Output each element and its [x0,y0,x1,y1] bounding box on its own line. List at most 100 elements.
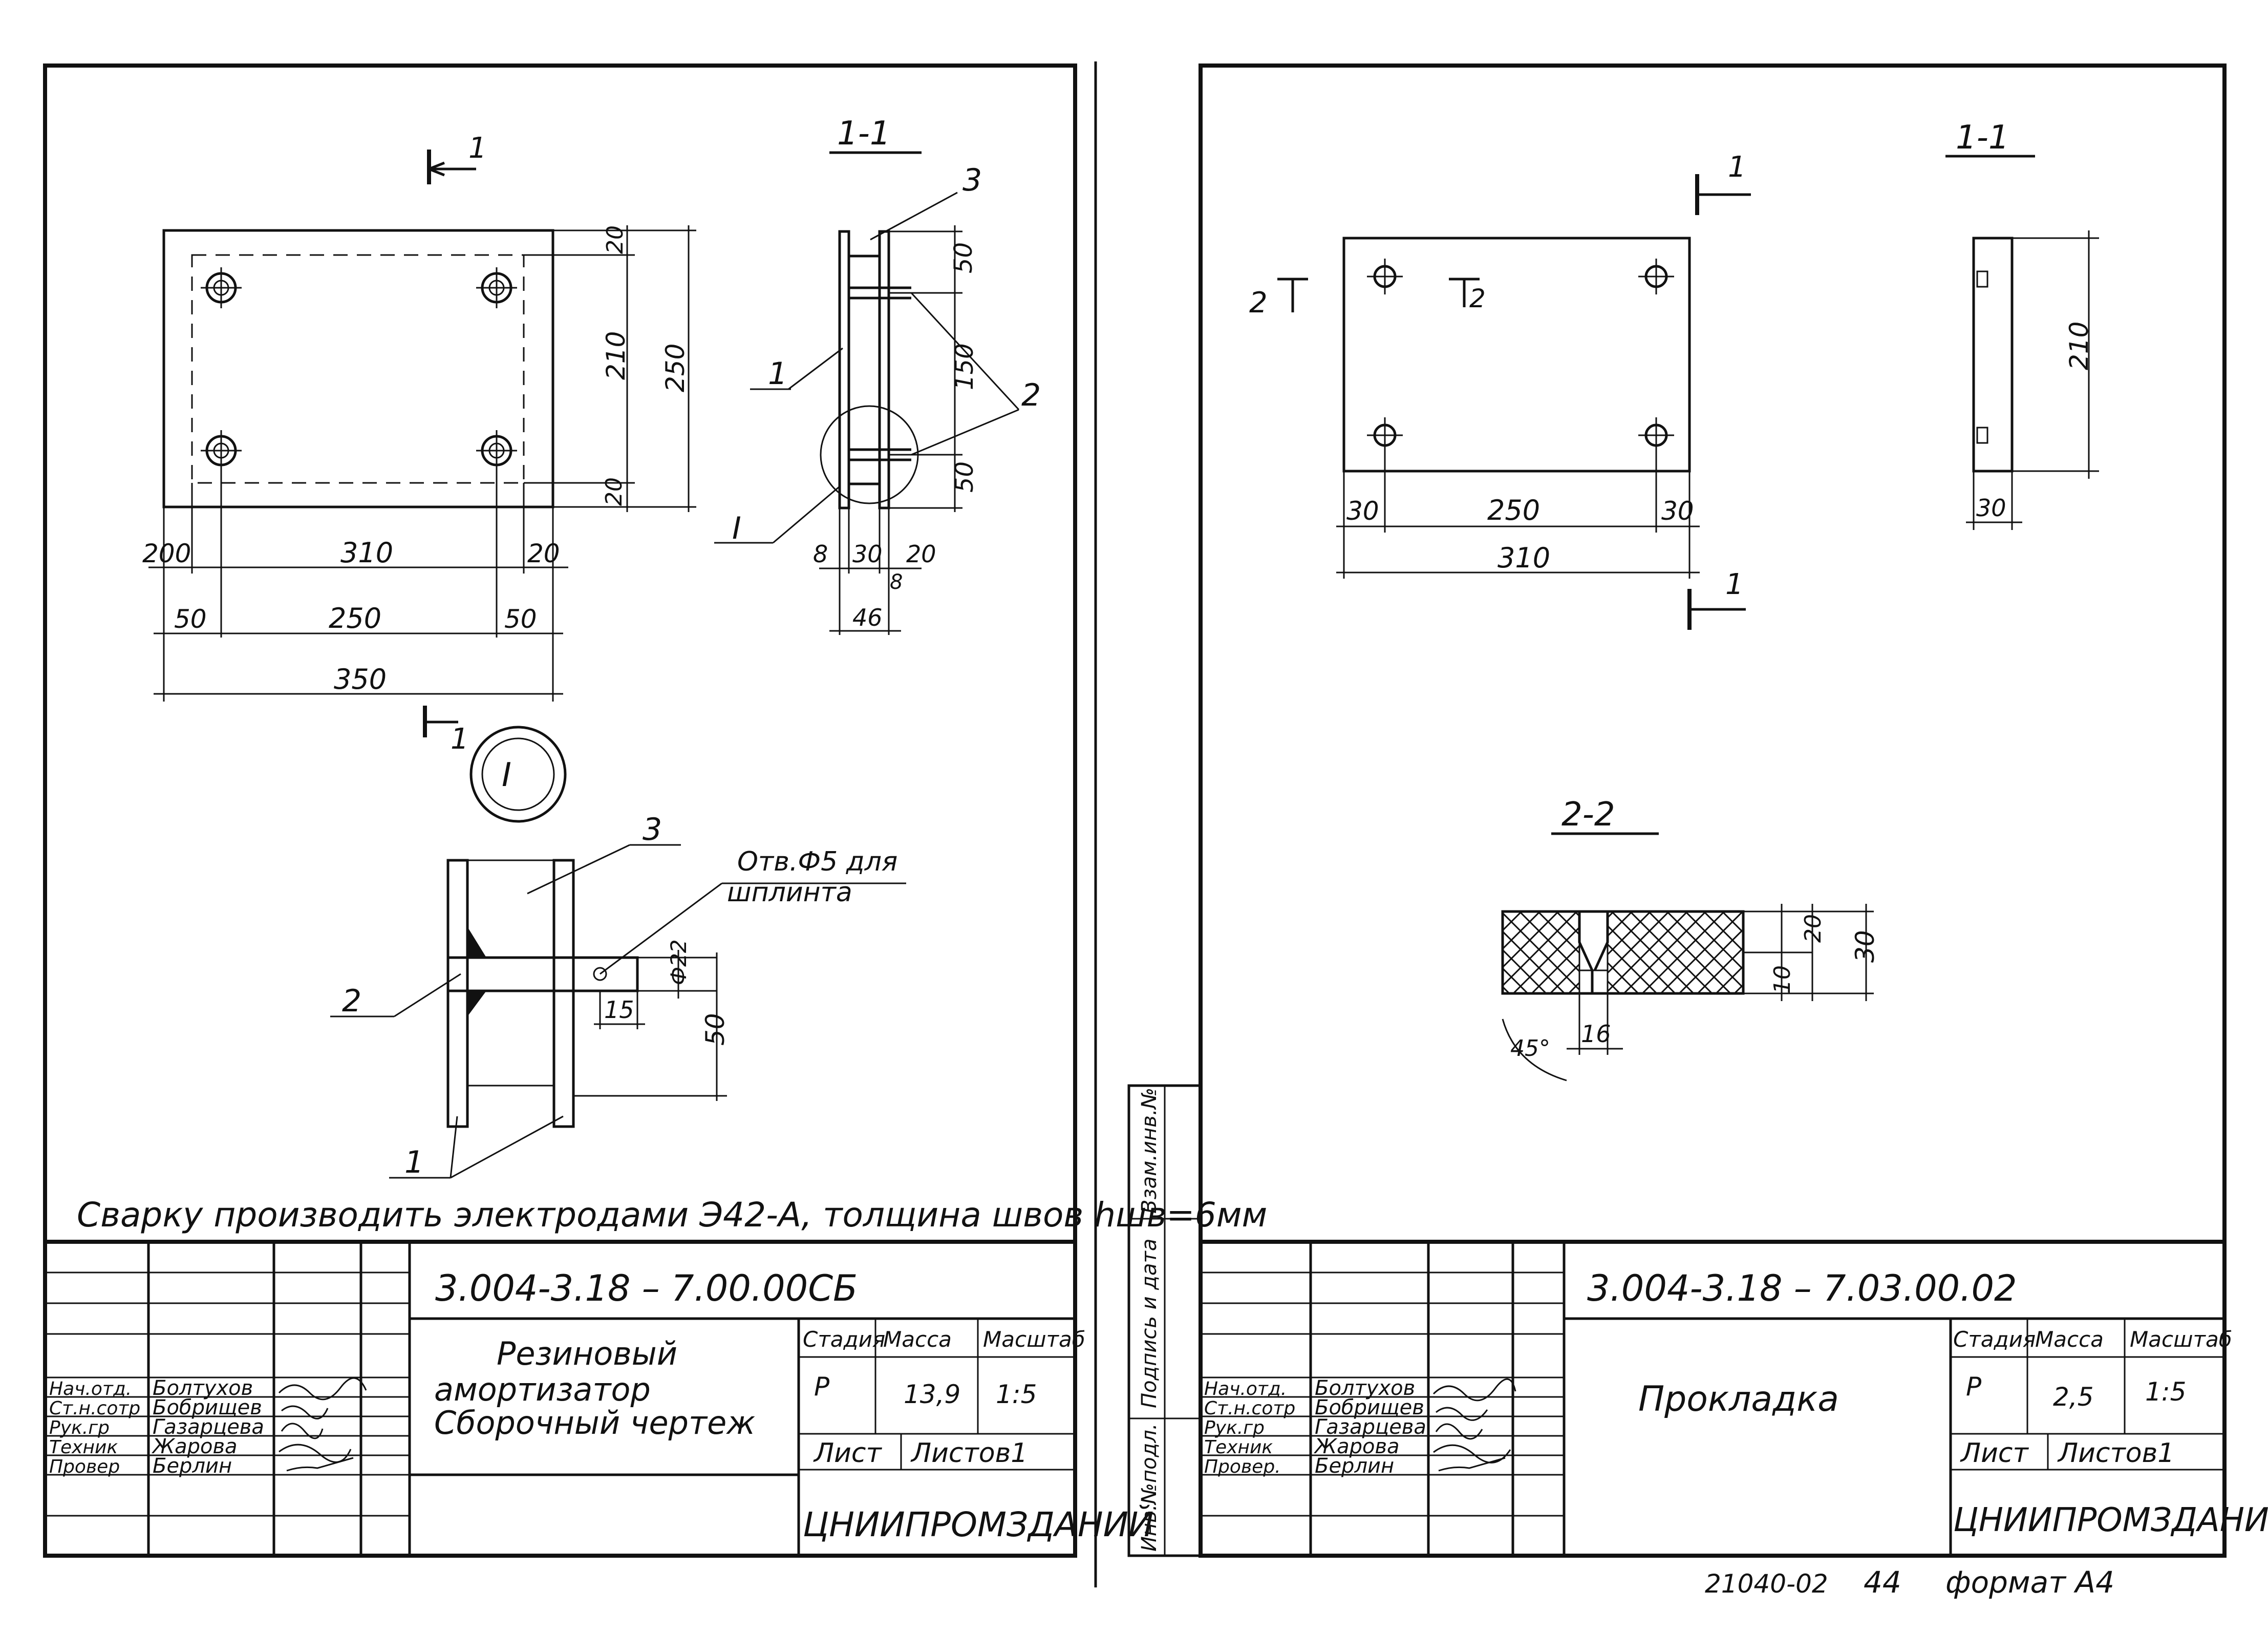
person-name: Болтухов [1315,1376,1415,1400]
note-text: Отв.Ф5 для [737,846,897,877]
role-label: Провер [49,1456,120,1477]
dim-text: 210 [601,331,631,380]
dim-text: 20 [527,539,560,568]
left-section-1-1: 1-1 50 150 50 3 1 2 [714,115,1041,635]
section-mark-label: 1 [1728,151,1746,184]
right-sheet: Инв.№подл. Подпись и дата Взам.инв.№ 2 2 [1127,63,2268,1600]
left-title-block: 3.004-3.18 – 7.00.00СБ Резиновый амортиз… [45,1240,1153,1556]
dim-text: 310 [1497,542,1550,574]
bolt-hole [476,267,517,308]
section-mark-top: 1 [1695,151,1751,215]
dim-text: 20 [602,225,628,254]
role-label: Рук.гр [49,1417,110,1438]
signature [1436,1407,1488,1421]
rubber-core [466,859,555,959]
dim-text: 30 [852,540,883,568]
stage-value: Р [814,1372,830,1402]
section-mark-2-left: 2 [1249,278,1308,320]
bolt-pin [446,956,639,992]
left-plan-view: 1 1 20 210 250 20 [142,132,696,756]
note-text: шплинта [727,877,852,908]
role-label: Нач.отд. [1204,1378,1287,1399]
doc-code: 3.004-3.18 – 7.03.00.02 [1587,1267,2017,1309]
dim-text: 20 [601,477,627,506]
dim-text: 50 [700,1013,730,1046]
dim-text: 210 [2064,322,2094,370]
section-mark-label: 2 [1469,284,1486,313]
dim-text: 30 [1661,496,1694,526]
right-section-2-2: 2-2 10 20 30 16 45° [1501,796,1880,1081]
left-sheet: 1 1 20 210 250 20 [43,61,1267,1587]
role-label: Техник [49,1437,118,1458]
dim-text: 50 [174,604,207,634]
section-mark-label: 1 [468,132,487,165]
rubber-outline-hidden [191,254,525,484]
dim-text: 250 [1487,494,1540,526]
dim-text: 16 [1581,1020,1611,1048]
dim-text: 20 [906,540,936,568]
dim-text: 50 [950,461,979,493]
footer-code: 21040-02 [1705,1569,1828,1599]
dim-text: 15 [604,996,634,1024]
welding-note: Сварку производить электродами Э42-А, то… [77,1195,1267,1235]
dim-text: 350 [334,663,387,695]
steel-plate [552,859,575,1128]
rubber-core [847,255,881,485]
dim-text: 250 [329,602,381,634]
plan-right-dimensions: 20 210 250 20 [524,225,696,512]
dim-text: 310 [340,537,393,569]
callout-label: 1 [404,1144,424,1180]
dim-text: 30 [1850,930,1880,963]
scale-value: 1:5 [996,1380,1037,1409]
footer-format: формат А4 [1945,1565,2114,1600]
stamp-label: Инв.№подл. [1138,1423,1161,1552]
side-stamp: Инв.№подл. Подпись и дата Взам.инв.№ [1127,1084,1202,1557]
weld [467,991,486,1016]
left-detail-I: I Отв.Ф5 для шплинта 3 2 [330,726,906,1180]
weld [467,927,486,958]
dim-text: 46 [852,604,883,631]
org-name: ЦНИИПРОМЗДАНИЙ [1953,1500,2268,1539]
mass-value: 2,5 [2053,1382,2094,1412]
signature [279,1444,352,1463]
section-mark-bottom: 1 [1687,568,1746,630]
doc-name: Прокладка [1638,1379,1839,1419]
role-label: Провер. [1204,1456,1281,1477]
sheets-label: Листов1 [910,1438,1028,1469]
dim-text: Ф22 [666,939,691,985]
callout-label: 2 [1021,377,1041,413]
bolt-hole [1638,417,1674,453]
dim-text: 8 [813,540,828,568]
bolt-hole [1638,259,1674,294]
callout-label: 3 [962,162,982,198]
bolt-hole [1367,417,1403,453]
col-header: Масса [883,1327,952,1352]
dim-text: 30 [1346,496,1379,526]
detail-marker-circle [469,726,567,823]
dim-text: 45° [1510,1035,1550,1062]
dim-text: 50 [949,242,978,273]
col-header: Масштаб [983,1327,1085,1352]
section-mark-label: 1 [451,723,469,756]
signature [281,1423,324,1439]
pad-section [1972,237,2014,473]
callout-label: 1 [768,356,787,392]
person-name: Бобрищев [1315,1396,1424,1419]
section-mark-label: 2 [1249,286,1268,320]
stamp-label: Взам.инв.№ [1138,1088,1161,1214]
signature [1435,1423,1483,1440]
dim-text: 8 [890,570,903,594]
bolt-hole [201,430,242,471]
bolt-hole [476,430,517,471]
steel-plate [878,230,890,510]
sheets-label: Листов1 [2057,1438,2174,1469]
col-header: Стадия [803,1327,885,1352]
doc-name-line: Сборочный чертеж [434,1404,755,1441]
doc-name-line: Резиновый [497,1335,677,1372]
role-label: Рук.гр [1204,1417,1265,1438]
person-name: Болтухов [153,1376,253,1400]
footer-page: 44 [1864,1565,1901,1600]
detail-label: I [502,756,511,794]
signature [286,1457,354,1472]
